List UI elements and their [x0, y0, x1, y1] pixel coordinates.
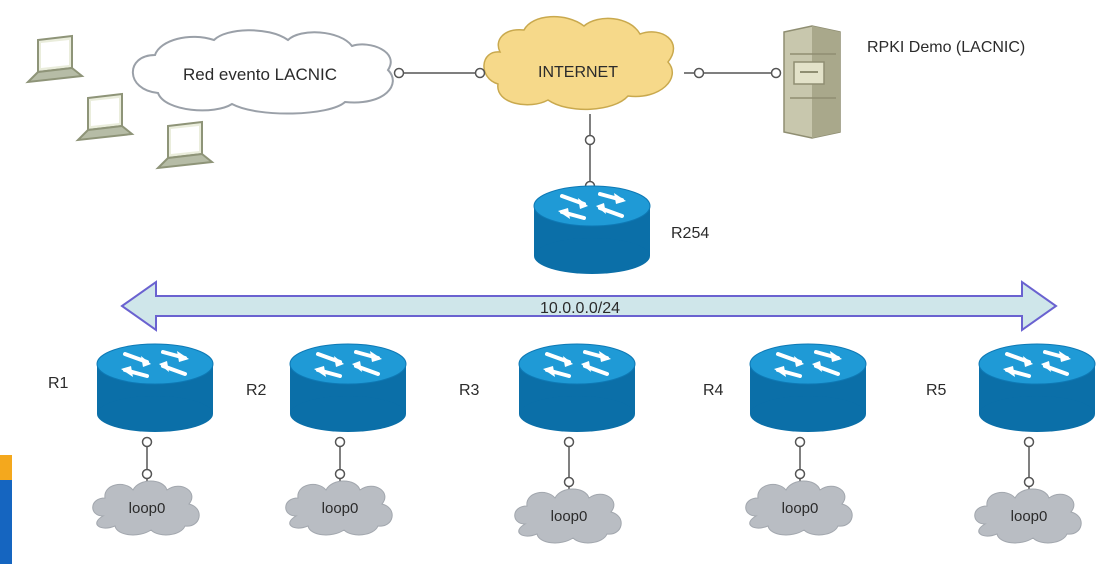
link-port	[334, 436, 346, 448]
router-row: loop0 R1 loop0 R2 loop0 R3 loop0 R4 loop0 R5	[48, 342, 1097, 544]
internet-label: INTERNET	[538, 64, 618, 81]
accent-strip-blue	[0, 480, 12, 564]
segment-arrow: 10.0.0.0/24	[120, 280, 1058, 332]
server-label: RPKI Demo (LACNIC)	[867, 39, 1025, 56]
router-r254-icon	[532, 184, 652, 276]
laptop-icon	[77, 93, 133, 141]
internet-cloud: INTERNET	[483, 15, 675, 110]
link-port	[1023, 476, 1035, 488]
link-port	[1023, 436, 1035, 448]
router-r3: loop0 R3	[459, 342, 637, 544]
loopback-label: loop0	[1011, 508, 1048, 525]
router-r254-label: R254	[671, 225, 709, 242]
router-label: R3	[459, 382, 480, 399]
router-icon	[748, 342, 868, 434]
router-label: R1	[48, 375, 69, 392]
router-r4: loop0 R4	[703, 342, 868, 536]
router-icon	[977, 342, 1097, 434]
router-icon	[517, 342, 637, 434]
link-port	[141, 436, 153, 448]
event-network-label: Red evento LACNIC	[183, 65, 337, 84]
loopback-label: loop0	[322, 500, 359, 517]
router-label: R2	[246, 382, 267, 399]
link-port	[794, 436, 806, 448]
loopback-label: loop0	[129, 500, 166, 517]
link-port	[334, 468, 346, 480]
accent-strip-orange	[0, 455, 12, 480]
router-icon	[288, 342, 408, 434]
router-r1: loop0 R1	[48, 342, 215, 536]
loopback-label: loop0	[551, 508, 588, 525]
link-port	[563, 436, 575, 448]
router-icon	[95, 342, 215, 434]
rpki-server-icon	[783, 25, 841, 139]
laptop-icon	[27, 35, 83, 83]
link-port	[141, 468, 153, 480]
router-r2: loop0 R2	[246, 342, 408, 536]
link-port	[794, 468, 806, 480]
event-network-cloud: Red evento LACNIC	[131, 29, 394, 115]
router-label: R4	[703, 382, 724, 399]
wan-links	[393, 67, 782, 192]
laptop-icon	[157, 121, 213, 169]
loopback-label: loop0	[782, 500, 819, 517]
router-label: R5	[926, 382, 947, 399]
link-port	[563, 476, 575, 488]
router-r5: loop0 R5	[926, 342, 1097, 544]
segment-label: 10.0.0.0/24	[540, 300, 620, 317]
